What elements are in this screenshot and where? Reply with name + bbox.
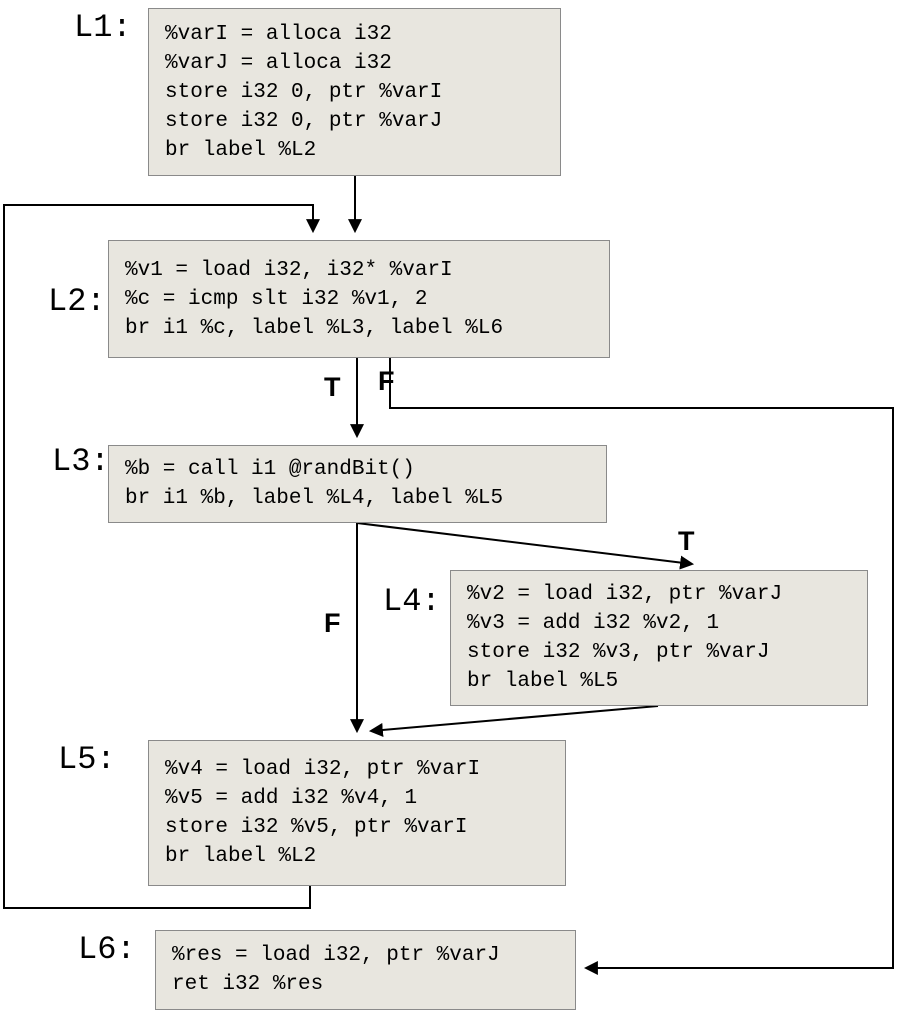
code-line: br i1 %b, label %L4, label %L5 [125, 487, 504, 510]
basic-block-L6: %res = load i32, ptr %varJ ret i32 %res [155, 930, 576, 1010]
basic-block-L3: %b = call i1 @randBit() br i1 %b, label … [108, 445, 607, 523]
code-line: %v3 = add i32 %v2, 1 [467, 612, 720, 635]
edge-l2-to-l6 [389, 358, 894, 975]
block-label-L1: L1: [74, 9, 132, 46]
code-line: br label %L2 [165, 845, 317, 868]
code-line: store i32 %v5, ptr %varI [165, 816, 468, 839]
code-line: %c = icmp slt i32 %v1, 2 [125, 287, 428, 311]
code-line: %v5 = add i32 %v4, 1 [165, 787, 418, 810]
code-line: %res = load i32, ptr %varJ [172, 944, 500, 967]
code-line: %varJ = alloca i32 [165, 51, 392, 75]
basic-block-L2: %v1 = load i32, i32* %varI %c = icmp slt… [108, 240, 610, 358]
basic-block-L4: %v2 = load i32, ptr %varJ %v3 = add i32 … [450, 570, 868, 706]
code-line: store i32 0, ptr %varJ [165, 109, 443, 133]
code-line: br i1 %c, label %L3, label %L6 [125, 316, 504, 340]
block-label-L2: L2: [48, 283, 106, 320]
code-line: %v4 = load i32, ptr %varI [165, 758, 481, 781]
block-label-L6: L6: [78, 931, 136, 968]
edge-label-l2-false: F [378, 366, 395, 396]
code-line: ret i32 %res [172, 973, 324, 996]
code-line: %v2 = load i32, ptr %varJ [467, 583, 783, 606]
edge-l5-to-l2 [3, 204, 320, 909]
edge-l4-to-l5 [368, 705, 659, 737]
edge-label-l3-false: F [324, 608, 341, 638]
code-line: store i32 0, ptr %varI [165, 80, 443, 104]
code-line: store i32 %v3, ptr %varJ [467, 641, 770, 664]
block-label-L3: L3: [52, 443, 110, 480]
edge-l3-to-l4 [356, 522, 695, 570]
block-label-L4: L4: [383, 583, 441, 620]
edge-label-l3-true: T [678, 526, 695, 556]
code-line: br label %L5 [467, 670, 619, 693]
code-line: br label %L2 [165, 138, 317, 162]
code-line: %varI = alloca i32 [165, 22, 392, 46]
basic-block-L1: %varI = alloca i32 %varJ = alloca i32 st… [148, 8, 561, 176]
edge-label-l2-true: T [324, 372, 341, 402]
block-label-L5: L5: [58, 741, 116, 778]
basic-block-L5: %v4 = load i32, ptr %varI %v5 = add i32 … [148, 740, 566, 886]
code-line: %b = call i1 @randBit() [125, 458, 415, 481]
code-line: %v1 = load i32, i32* %varI [125, 258, 453, 282]
